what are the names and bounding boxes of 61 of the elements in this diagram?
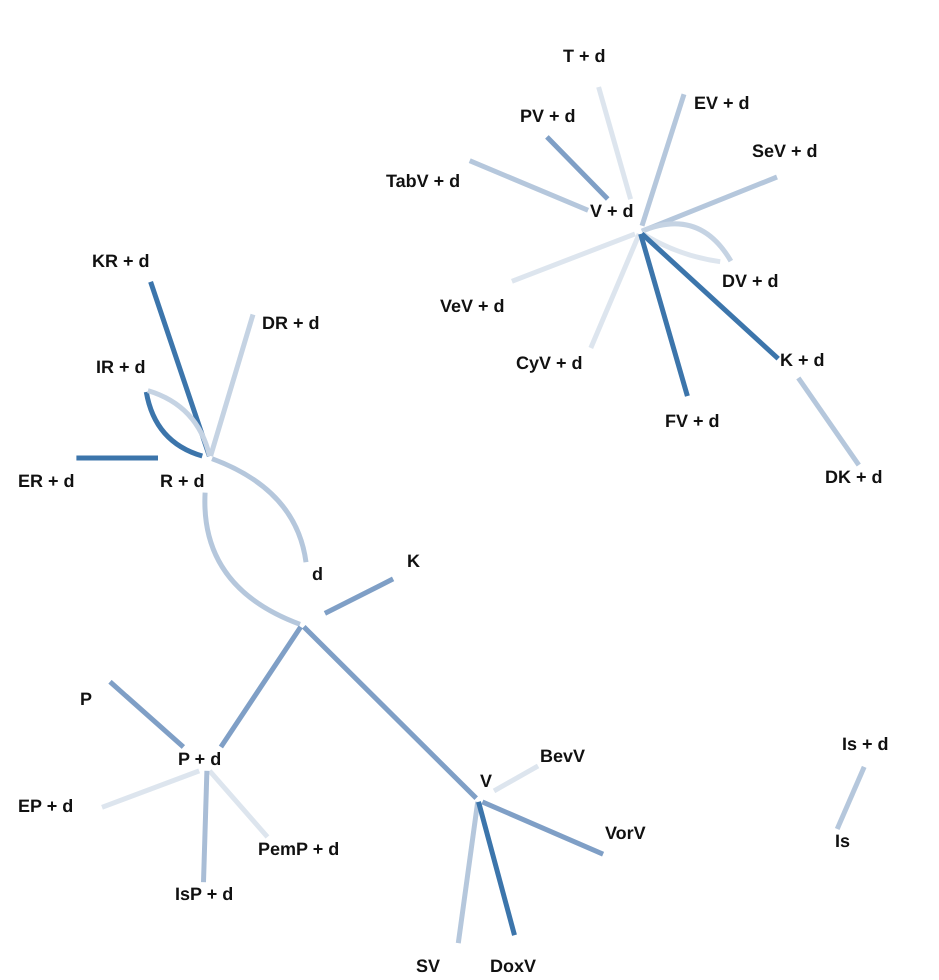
network-edge: [456, 802, 480, 944]
node-label: VeV + d: [438, 280, 512, 318]
network-edge: [640, 231, 721, 264]
network-edge: [211, 456, 308, 563]
node-label: KR + d: [90, 249, 152, 282]
network-edge: [596, 86, 633, 200]
network-edge: [640, 232, 780, 361]
node-label: ER + d: [16, 456, 77, 493]
node-label: DR + d: [253, 306, 322, 335]
node-label: EP + d: [16, 794, 102, 818]
node-label: K: [393, 549, 422, 580]
network-edge: [468, 158, 590, 213]
node-label: DK + d: [823, 465, 885, 492]
network-edge: [640, 174, 778, 234]
node-label: FV + d: [663, 396, 722, 433]
network-edge: [638, 233, 690, 397]
node-label: SeV + d: [750, 139, 820, 177]
network-edge: [302, 625, 478, 800]
network-edge: [834, 766, 866, 830]
node-label: IsP + d: [173, 882, 236, 906]
node-label: R + d: [158, 456, 212, 493]
node-label: DV + d: [720, 261, 781, 293]
network-edge: [108, 680, 186, 749]
node-label: CyV + d: [514, 348, 592, 375]
node-label: T + d: [561, 44, 608, 87]
network-edge: [481, 800, 604, 856]
network-edge: [76, 456, 158, 460]
network-edge: [147, 388, 212, 457]
network-edge: [641, 221, 733, 262]
node-label: P + d: [176, 747, 224, 771]
node-label: Is: [824, 829, 852, 857]
network-edge: [588, 233, 642, 349]
network-edge: [324, 576, 394, 616]
node-label: Is + d: [840, 732, 891, 767]
network-edge: [492, 764, 540, 794]
node-label: K + d: [778, 348, 827, 378]
node-label: V: [476, 769, 494, 802]
node-label: EV + d: [684, 86, 752, 115]
node-label: PemP + d: [256, 837, 342, 867]
network-edge: [101, 768, 200, 810]
node-label: SV: [414, 943, 460, 978]
node-label: IR + d: [94, 355, 148, 392]
network-edge: [202, 492, 301, 627]
network-edge: [208, 314, 256, 457]
network-edge: [476, 801, 517, 936]
network-edge: [640, 93, 686, 227]
node-label: V + d: [588, 199, 642, 234]
network-edge: [511, 232, 636, 284]
node-label: DoxV: [488, 935, 538, 978]
node-label: VorV: [603, 821, 648, 857]
network-edge: [208, 769, 270, 839]
node-label: BevV: [538, 744, 588, 768]
node-label: TabV + d: [384, 158, 470, 193]
network-edge: [796, 376, 861, 467]
network-edge: [545, 135, 610, 201]
node-label: PV + d: [518, 104, 578, 137]
node-label: d: [300, 562, 325, 627]
network-edge: [218, 626, 303, 748]
network-edge: [201, 770, 210, 882]
node-label: P: [78, 678, 110, 711]
network-edge: [144, 391, 204, 458]
